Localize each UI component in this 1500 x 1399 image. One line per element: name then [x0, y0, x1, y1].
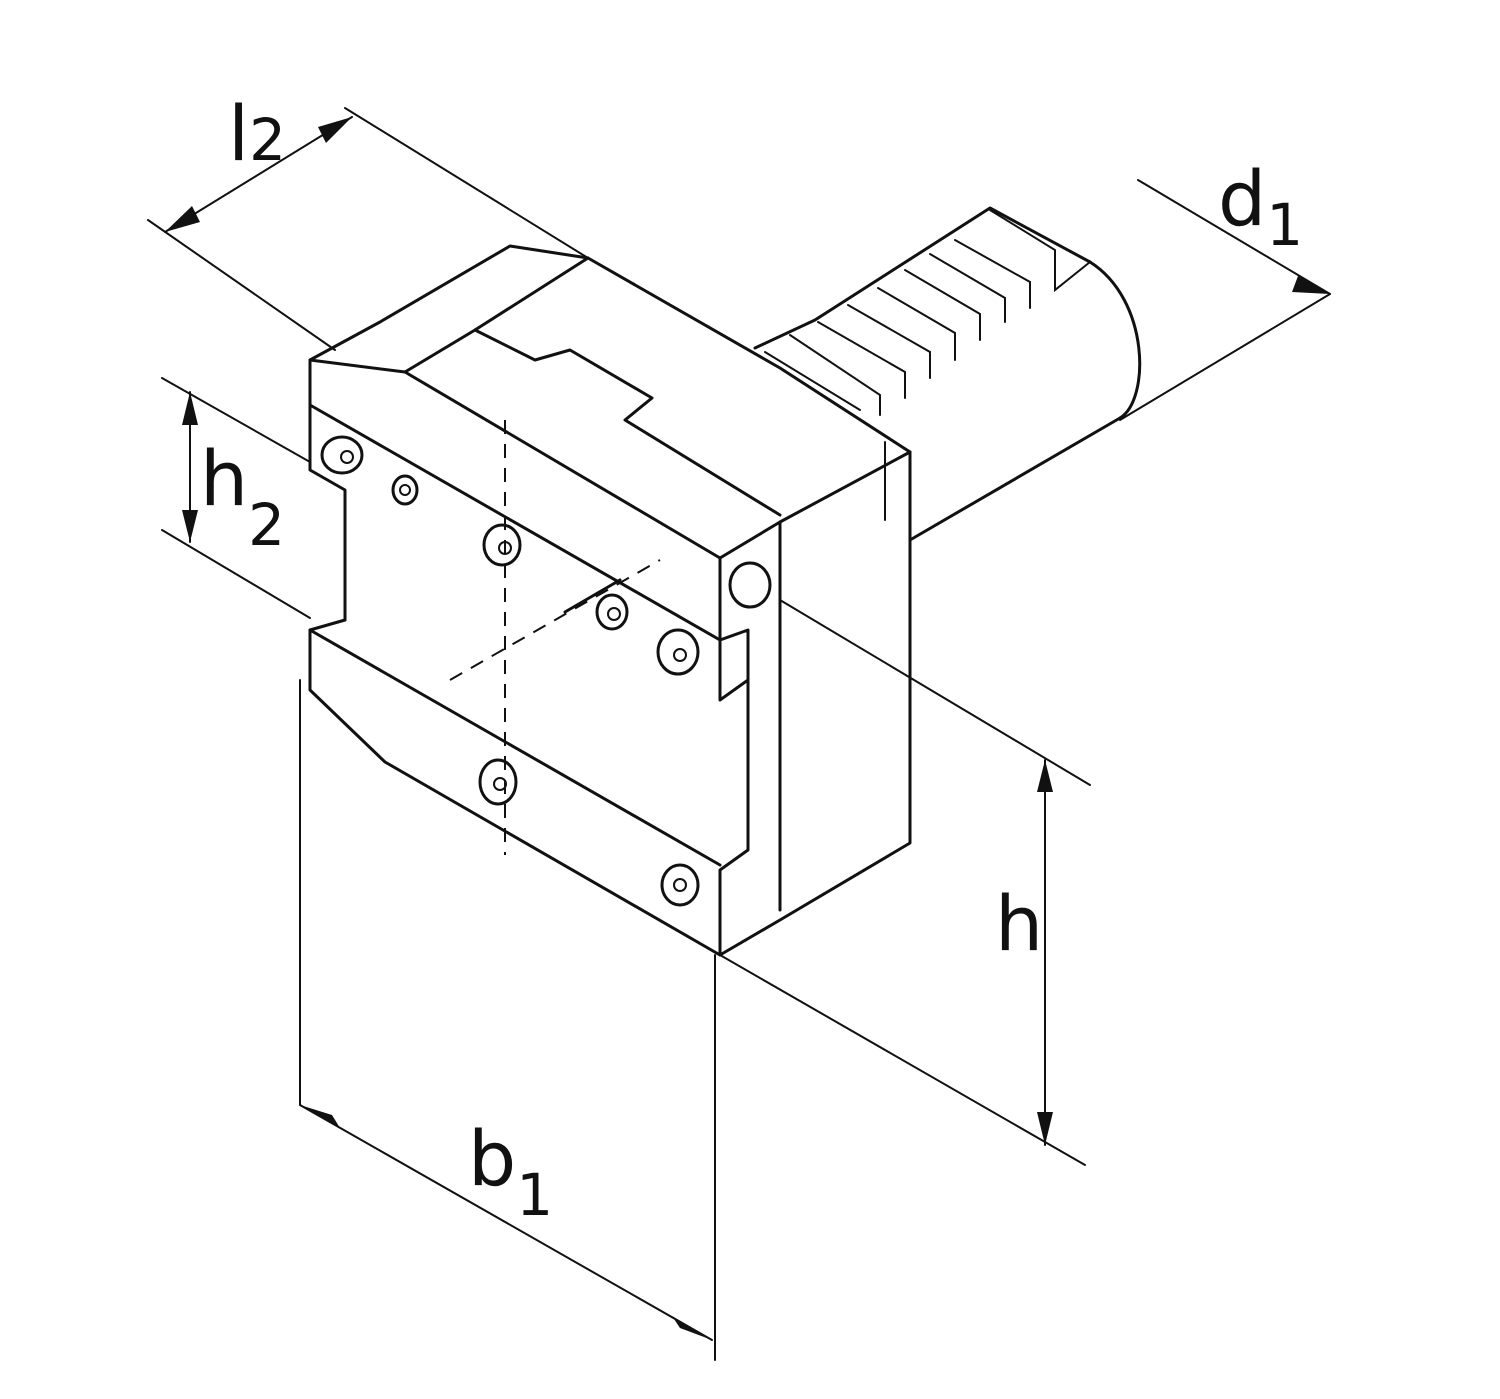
screw-1 [320, 435, 364, 475]
screw-8 [728, 561, 772, 609]
label-d1: d1 [1218, 154, 1303, 259]
screw-2 [391, 474, 419, 506]
screw-5 [656, 628, 700, 676]
shank [753, 206, 1142, 542]
screws [320, 435, 772, 907]
dimension-lines [147, 107, 1331, 1361]
label-h: h [995, 879, 1043, 968]
center-lines [449, 420, 661, 855]
screw-4 [595, 593, 629, 631]
screw-7 [660, 863, 700, 907]
label-l2: l2 [228, 89, 286, 178]
arrow-heads [165, 117, 1330, 1340]
holder-body [308, 244, 912, 957]
label-h2: h2 [200, 434, 285, 559]
screw-6 [478, 758, 518, 806]
label-b1: b1 [468, 1114, 553, 1229]
screw-3 [482, 523, 522, 567]
